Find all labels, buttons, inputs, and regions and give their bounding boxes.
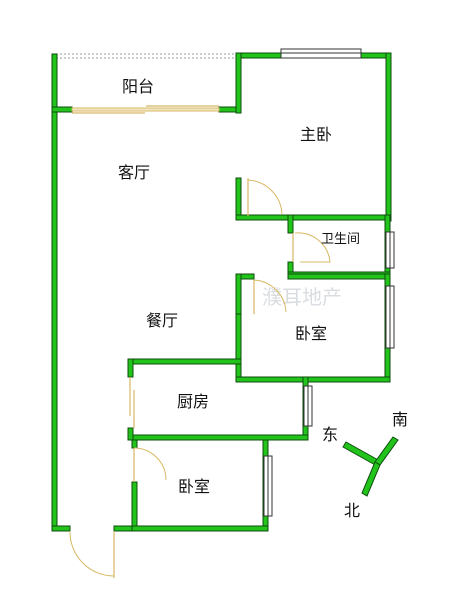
compass: 东 南 北 [322,410,408,520]
doors [69,105,331,578]
wall-kitchen-bottom [127,434,309,441]
wall-left-outer [51,53,58,532]
door-bed-mid-arc [253,279,287,313]
compass-arm-north [361,461,381,497]
wall-bed-bot-left-lower [131,481,138,532]
wall-kitchen-top [127,358,242,365]
label-master-bedroom: 主卧 [300,125,332,144]
wall-kitchen-left-upper [127,358,134,378]
compass-east-label: 东 [322,425,338,444]
label-bedroom-middle: 卧室 [295,324,327,343]
door-bed-bot-arc [133,447,167,481]
wall-bed-mid-top-b [287,273,391,280]
wall-bed-bot-left-upper [131,439,138,449]
wall-master-right [385,52,392,222]
wall-kitchen-left-lower [127,427,134,441]
room-labels: 阳台 客厅 主卧 卫生间 餐厅 卧室 厨房 卧室 [118,77,360,496]
wall-master-left-lower [235,177,242,220]
compass-south-label: 南 [392,410,408,429]
wall-bath-left-upper [287,214,294,234]
label-dining-room: 餐厅 [146,311,178,330]
door-balcony-sliding [71,107,220,112]
wall-balcony-left [51,106,73,113]
compass-arm-south [374,436,399,466]
label-bedroom-bottom: 卧室 [178,477,210,496]
wall-bed-mid-left-lower [235,313,242,383]
wall-bottom-left [51,525,71,532]
windows [263,48,395,517]
door-bath-arc [294,232,331,263]
label-bathroom: 卫生间 [321,232,360,247]
label-kitchen: 厨房 [177,392,209,411]
wall-bed-mid-left-upper [235,273,242,315]
label-balcony: 阳台 [122,77,154,96]
door-master-arc [247,179,283,215]
wall-master-bottom-a [235,214,289,221]
wall-master-bottom-b [287,214,392,221]
door-entrance-arc [69,530,115,577]
wall-master-left-upper [235,52,242,114]
balcony-railing [55,53,240,59]
wall-bed-bot-bottom [131,525,269,532]
compass-north-label: 北 [344,501,360,520]
wall-bed-mid-bottom [235,376,391,383]
label-living-room: 客厅 [118,163,150,182]
